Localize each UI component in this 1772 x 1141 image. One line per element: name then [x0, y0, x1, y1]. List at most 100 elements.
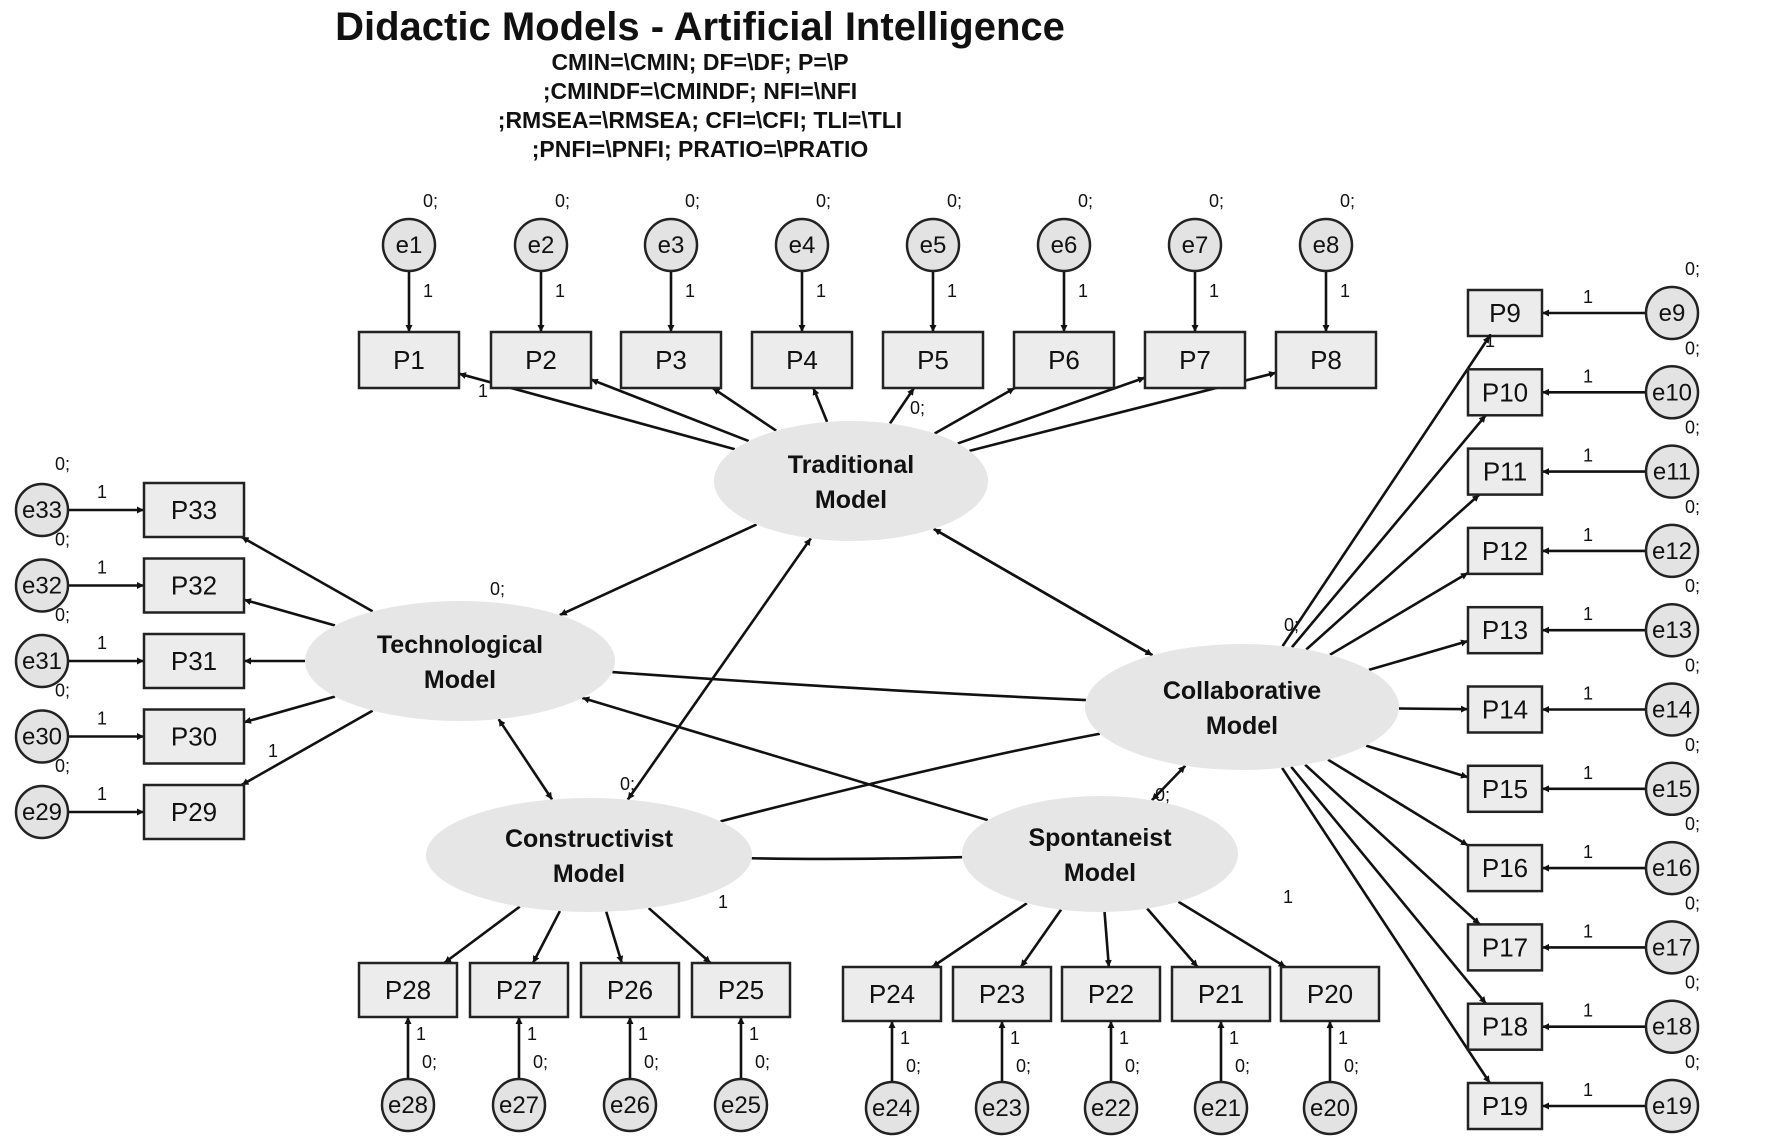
observed-p6[interactable]: P6	[1012, 330, 1116, 390]
factor-loading-arrow	[1281, 767, 1491, 1084]
error-e24[interactable]: e24	[864, 1080, 920, 1136]
error-e2[interactable]: e2	[513, 217, 569, 273]
observed-p28[interactable]: P28	[357, 961, 459, 1019]
fixed-loading-label: 1	[97, 482, 107, 502]
observed-p14[interactable]: P14	[1466, 685, 1544, 734]
observed-p26[interactable]: P26	[579, 961, 681, 1019]
observed-p1[interactable]: P1	[357, 330, 461, 390]
error-e22[interactable]: e22	[1083, 1080, 1139, 1136]
observed-p32[interactable]: P32	[142, 557, 246, 614]
error-label: e8	[1313, 232, 1340, 259]
error-e11[interactable]: e11	[1644, 444, 1700, 499]
error-e20[interactable]: e20	[1302, 1080, 1358, 1136]
error-e8[interactable]: e8	[1298, 217, 1354, 273]
observed-p7[interactable]: P7	[1143, 330, 1247, 390]
observed-p27[interactable]: P27	[468, 961, 570, 1019]
error-e18[interactable]: e18	[1644, 999, 1700, 1054]
observed-p16[interactable]: P16	[1466, 843, 1544, 893]
observed-box	[1143, 330, 1247, 390]
observed-p4[interactable]: P4	[750, 330, 854, 390]
observed-label: P12	[1482, 536, 1528, 566]
error-label: e10	[1652, 379, 1692, 406]
error-label: e17	[1652, 934, 1692, 961]
observed-p31[interactable]: P31	[142, 632, 246, 690]
error-e19[interactable]: e19	[1644, 1078, 1700, 1134]
observed-p3[interactable]: P3	[619, 330, 723, 390]
observed-p22[interactable]: P22	[1060, 965, 1162, 1023]
factor-loading-arrow	[1103, 911, 1112, 968]
observed-p23[interactable]: P23	[951, 965, 1053, 1023]
latent-label-line1: Constructivist	[505, 825, 674, 853]
observed-p29[interactable]: P29	[142, 783, 246, 841]
variance-label: 0;	[55, 454, 70, 474]
observed-p15[interactable]: P15	[1466, 764, 1544, 814]
error-e25[interactable]: e25	[713, 1077, 769, 1133]
observed-p21[interactable]: P21	[1170, 965, 1272, 1023]
error-e30[interactable]: e30	[14, 709, 70, 764]
observed-label: P28	[385, 975, 431, 1005]
error-label: e14	[1652, 697, 1692, 724]
observed-p2[interactable]: P2	[489, 330, 593, 390]
latent-variance-label: 0;	[620, 774, 635, 794]
error-e31[interactable]: e31	[14, 633, 70, 689]
error-e13[interactable]: e13	[1644, 602, 1700, 658]
error-e33[interactable]: e33	[14, 482, 70, 538]
error-e21[interactable]: e21	[1193, 1080, 1249, 1136]
observed-box	[690, 961, 792, 1019]
fixed-loading-label: 1	[97, 709, 107, 729]
error-e27[interactable]: e27	[491, 1077, 547, 1133]
observed-box	[142, 632, 246, 690]
observed-p8[interactable]: P8	[1274, 330, 1378, 390]
observed-p17[interactable]: P17	[1466, 923, 1544, 972]
observed-p9[interactable]: P9	[1466, 288, 1544, 338]
covariance-curve-con-spo	[751, 855, 963, 861]
observed-p18[interactable]: P18	[1466, 1002, 1544, 1051]
observed-p12[interactable]: P12	[1466, 526, 1544, 576]
factor-loading-arrow	[240, 709, 374, 787]
latent-ellipse	[1085, 644, 1399, 770]
error-e4[interactable]: e4	[774, 217, 830, 273]
error-e15[interactable]: e15	[1644, 761, 1700, 817]
error-e10[interactable]: e10	[1644, 365, 1700, 420]
observed-p10[interactable]: P10	[1466, 368, 1544, 417]
observed-box	[1279, 965, 1381, 1023]
error-e5[interactable]: e5	[905, 217, 961, 273]
observed-box	[1466, 288, 1544, 338]
fixed-loading-label: 1	[1583, 287, 1593, 307]
error-e3[interactable]: e3	[643, 217, 699, 273]
error-e32[interactable]: e32	[14, 558, 70, 613]
observed-p13[interactable]: P13	[1466, 605, 1544, 655]
error-e6[interactable]: e6	[1036, 217, 1092, 273]
error-e14[interactable]: e14	[1644, 682, 1700, 737]
error-e9[interactable]: e9	[1644, 285, 1700, 341]
variance-label: 0;	[1685, 497, 1700, 517]
error-e1[interactable]: e1	[381, 217, 437, 273]
error-e28[interactable]: e28	[380, 1077, 436, 1133]
observed-p20[interactable]: P20	[1279, 965, 1381, 1023]
observed-p11[interactable]: P11	[1466, 447, 1544, 496]
error-e26[interactable]: e26	[602, 1077, 658, 1133]
error-e16[interactable]: e16	[1644, 840, 1700, 896]
error-circle	[1644, 523, 1700, 579]
error-e12[interactable]: e12	[1644, 523, 1700, 579]
observed-p33[interactable]: P33	[142, 481, 246, 539]
diagram-title: Didactic Models - Artificial Intelligenc…	[335, 5, 1065, 49]
error-e17[interactable]: e17	[1644, 920, 1700, 975]
observed-p24[interactable]: P24	[841, 965, 943, 1023]
error-e7[interactable]: e7	[1167, 217, 1223, 273]
observed-p25[interactable]: P25	[690, 961, 792, 1019]
fixed-loading-label: 1	[749, 1024, 759, 1044]
error-circle	[14, 709, 70, 764]
error-e23[interactable]: e23	[974, 1080, 1030, 1136]
error-label: e30	[22, 724, 62, 751]
observed-p5[interactable]: P5	[881, 330, 985, 390]
error-e29[interactable]: e29	[14, 784, 70, 840]
observed-p30[interactable]: P30	[142, 708, 246, 765]
observed-p19[interactable]: P19	[1466, 1081, 1544, 1131]
